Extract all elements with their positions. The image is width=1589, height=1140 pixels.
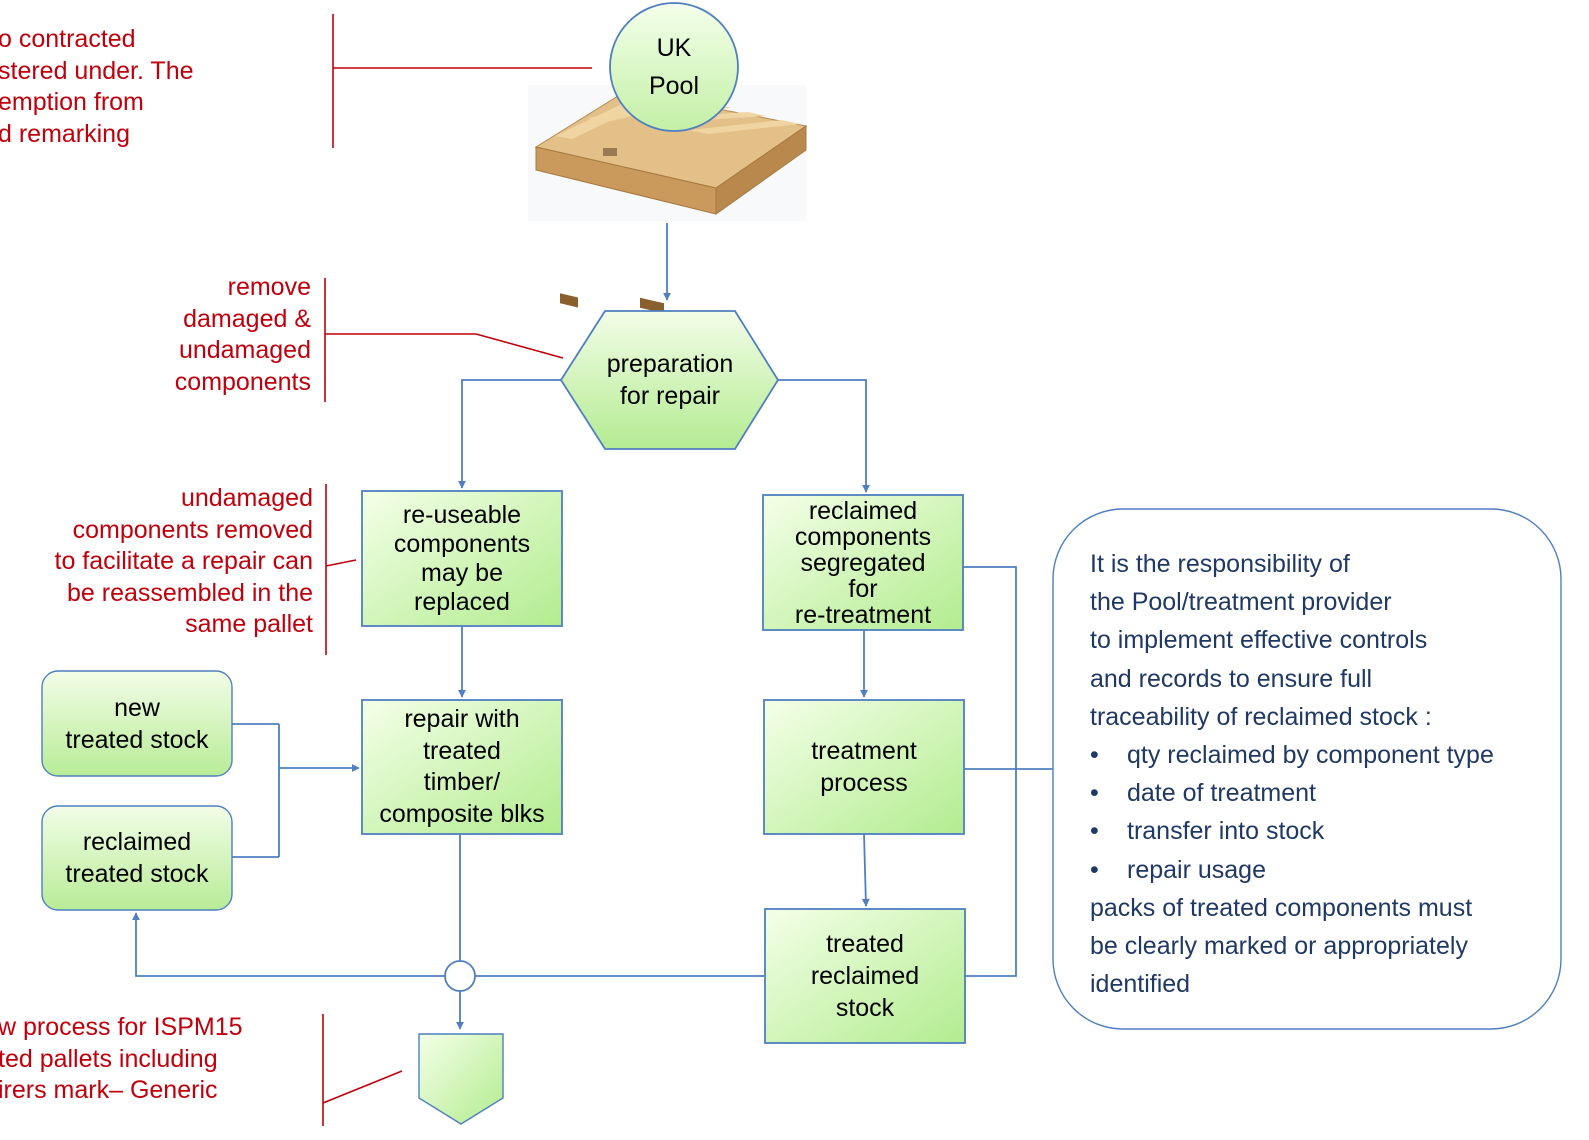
new-stock-node-label: new xyxy=(114,693,160,722)
reuse-node-label: replaced xyxy=(414,587,510,616)
treatment-node[interactable]: treatment process xyxy=(764,700,964,834)
arrow-junction-to-reclaimed-stock xyxy=(132,912,445,977)
prep-annotation-line: damaged & xyxy=(183,304,311,333)
reuse-node-label: re-useable xyxy=(402,500,522,529)
treatment-node-label: treatment xyxy=(811,737,917,765)
reclaimed-stock-node[interactable]: reclaimed treated stock xyxy=(42,806,232,910)
info-intro-line: traceability of reclaimed stock : xyxy=(1090,702,1432,731)
top-annotation-line: o contracted xyxy=(0,25,136,53)
prep-annotation-line: undamaged xyxy=(178,336,311,364)
repair-node[interactable]: repair with treated timber/ composite bl… xyxy=(362,700,562,834)
info-bullet: date of treatment xyxy=(1090,774,1560,812)
reclaimed-node-label: for xyxy=(848,574,878,603)
reclaimed-node-label: segregated xyxy=(800,548,926,577)
treated-reclaimed-node-label: reclaimed xyxy=(810,962,920,990)
off-page-connector xyxy=(418,1033,504,1125)
reuse-annotation: undamaged components removed to facilita… xyxy=(55,483,313,641)
reuse-annotation-line: components removed xyxy=(72,515,313,544)
reuse-node-label: may be xyxy=(421,558,503,587)
info-intro-line: to implement effective controls xyxy=(1090,626,1428,655)
reclaimed-node-label: reclaimed xyxy=(808,496,918,525)
reclaimed-node-label: components xyxy=(794,522,932,551)
repair-node-shape xyxy=(361,699,563,835)
reclaimed-node-label: re-treatment xyxy=(794,600,932,629)
bottom-annotation-pointer xyxy=(322,1070,403,1104)
info-bullet: repair usage xyxy=(1090,851,1560,889)
bottom-annotation-line: irers mark– Generic xyxy=(0,1076,218,1104)
arrow-treatment-to-stock xyxy=(861,833,870,907)
info-bullet: qty reclaimed by component type xyxy=(1090,736,1560,774)
treated-reclaimed-node[interactable]: treated reclaimed stock xyxy=(765,909,965,1043)
reuse-annotation-line: same pallet xyxy=(185,610,313,638)
pool-node[interactable]: UK Pool xyxy=(610,22,738,112)
bottom-annotation-line: w process for ISPM15 xyxy=(0,1013,243,1041)
bottom-annotation: w process for ISPM15 ted pallets includi… xyxy=(0,1012,243,1107)
info-box: It is the responsibility of the Pool/tre… xyxy=(1090,545,1560,1003)
prep-node-label: preparation xyxy=(606,350,734,378)
new-stock-node-label: treated stock xyxy=(65,725,209,754)
pool-node-shape xyxy=(609,2,739,132)
info-bullet: transfer into stock xyxy=(1090,812,1560,850)
info-intro-line: It is the responsibility of xyxy=(1090,550,1350,578)
reuse-annotation-line: be reassembled in the xyxy=(67,578,313,607)
repair-node-label: composite blks xyxy=(379,799,545,828)
reuse-annotation-pointer xyxy=(325,559,357,567)
reuse-node-shape xyxy=(361,490,563,627)
arrow-prep-to-reuse xyxy=(458,379,561,489)
prep-annotation-pointer xyxy=(325,333,564,359)
pallet-stamp xyxy=(603,148,617,156)
prep-annotation-line: remove xyxy=(227,273,311,301)
info-outro-line: identified xyxy=(1090,970,1191,999)
treated-reclaimed-node-label: stock xyxy=(835,994,895,1022)
top-annotation: o contracted stered under. The emption f… xyxy=(0,24,194,150)
junction-node xyxy=(444,960,476,992)
reclaimed-node-shape xyxy=(762,494,964,631)
prep-annotation: remove damaged & undamaged components xyxy=(175,272,311,398)
reclaimed-stock-node-label: treated stock xyxy=(65,860,209,888)
info-outro-line: packs of treated components must xyxy=(1090,893,1473,922)
prep-node[interactable]: preparation for repair xyxy=(568,344,772,416)
reuse-node[interactable]: re-useable components may be replaced xyxy=(362,491,562,626)
line-reclaimed-to-info xyxy=(963,566,1017,977)
repair-node-label: repair with xyxy=(404,705,520,733)
bottom-annotation-line: ted pallets including xyxy=(0,1044,218,1073)
info-outro-line: be clearly marked or appropriately xyxy=(1090,932,1468,961)
reclaimed-node[interactable]: reclaimed components segregated for re-t… xyxy=(763,495,963,630)
reclaimed-stock-node-label: reclaimed xyxy=(82,828,192,856)
repair-node-label: timber/ xyxy=(423,768,501,796)
treated-reclaimed-node-shape xyxy=(764,908,966,1044)
prep-annotation-line: components xyxy=(174,367,311,396)
reuse-annotation-line: to facilitate a repair can xyxy=(54,547,313,575)
reclaimed-stock-node-shape xyxy=(41,805,233,911)
top-annotation-line: stered under. The xyxy=(0,56,194,85)
treatment-node-shape xyxy=(763,699,965,835)
treated-reclaimed-node-label: treated xyxy=(826,930,904,958)
pool-node-label: Pool xyxy=(648,72,700,100)
new-stock-node[interactable]: new treated stock xyxy=(42,671,232,776)
top-annotation-line: d remarking xyxy=(0,119,130,148)
repair-node-label: treated xyxy=(423,736,501,765)
treatment-node-label: process xyxy=(820,769,908,797)
arrow-prep-to-reclaimed xyxy=(778,379,870,493)
info-intro-line: and records to ensure full xyxy=(1090,664,1373,693)
reuse-node-label: components xyxy=(393,529,531,558)
prep-node-label: for repair xyxy=(619,382,721,410)
pool-node-label: UK xyxy=(656,34,692,62)
top-annotation-line: emption from xyxy=(0,88,144,116)
reuse-annotation-line: undamaged xyxy=(180,484,313,512)
info-intro-line: the Pool/treatment provider xyxy=(1090,588,1392,617)
